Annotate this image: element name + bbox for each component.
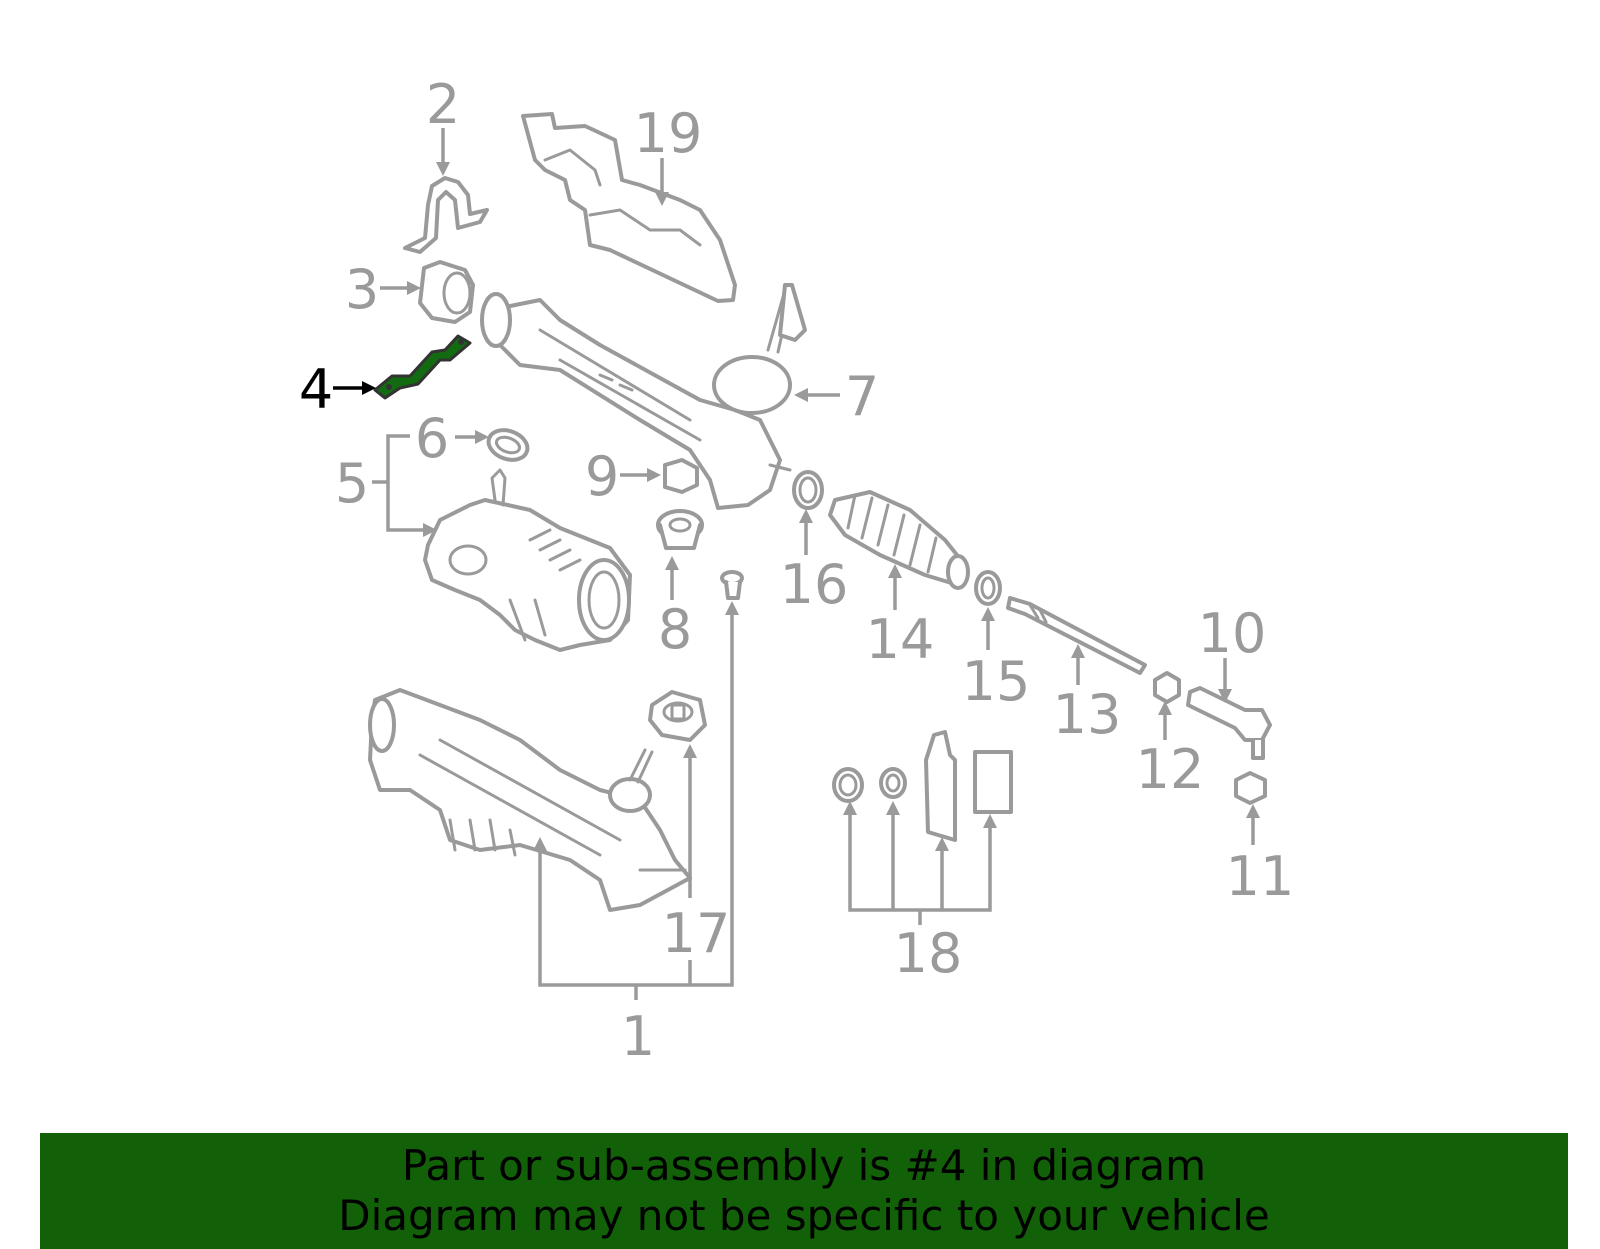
callout-7: 7 [845,365,879,428]
banner-line-1: Part or sub-assembly is #4 in diagram [401,1141,1207,1190]
part-1-steering-gear-assembly[interactable] [368,688,692,912]
part-18-repair-kit[interactable] [832,730,1013,842]
callout-3: 3 [345,258,379,321]
part-13-inner-tie-rod[interactable] [1006,596,1147,675]
part-5-motor-assembly[interactable] [423,468,632,652]
part-7-steering-rack[interactable] [480,283,807,510]
part-11-nut[interactable] [1234,771,1267,805]
part-9-nut[interactable] [663,458,699,494]
callout-1: 1 [621,1005,655,1068]
part-6-o-ring[interactable] [484,425,531,465]
callout-5: 5 [335,452,369,515]
part-15-clamp[interactable] [974,570,1002,606]
callout-labels: 2 19 3 4 6 5 7 9 8 16 14 15 13 12 10 11 … [299,73,1295,1068]
part-8-bushing[interactable] [656,509,704,550]
part-19-heat-shield[interactable] [521,112,737,303]
part-4-bracket-highlighted[interactable] [373,334,472,400]
callout-18: 18 [894,922,963,985]
part-2-clamp-bracket[interactable] [403,176,489,254]
callout-19: 19 [634,102,703,165]
callout-17: 17 [662,902,731,965]
callout-2: 2 [426,73,460,136]
callout-14: 14 [866,608,935,671]
callout-12: 12 [1136,738,1205,801]
part-10-outer-tie-rod-end[interactable] [1186,686,1272,760]
banner-line-2: Diagram may not be specific to your vehi… [338,1191,1270,1240]
part-17-mount[interactable] [648,690,707,742]
callout-16: 16 [780,553,849,616]
callout-6: 6 [415,407,449,470]
part-17a-plug[interactable] [720,570,744,600]
part-12-jam-nut[interactable] [1153,671,1181,704]
parts-diagram: 2 19 3 4 6 5 7 9 8 16 14 15 13 12 10 11 … [299,73,1295,1068]
part-16-clamp[interactable] [792,470,824,510]
leader-lines [333,128,1260,1000]
part-3-insulator[interactable] [418,260,475,324]
callout-11: 11 [1226,845,1295,908]
callout-8: 8 [658,598,692,661]
callout-4-highlighted: 4 [299,358,333,421]
callout-9: 9 [585,445,619,508]
callout-13: 13 [1053,683,1122,746]
part-14-boot[interactable] [828,490,970,590]
callout-15: 15 [962,650,1031,713]
info-banner: Part or sub-assembly is #4 in diagram Di… [40,1133,1568,1249]
callout-10: 10 [1198,602,1267,665]
